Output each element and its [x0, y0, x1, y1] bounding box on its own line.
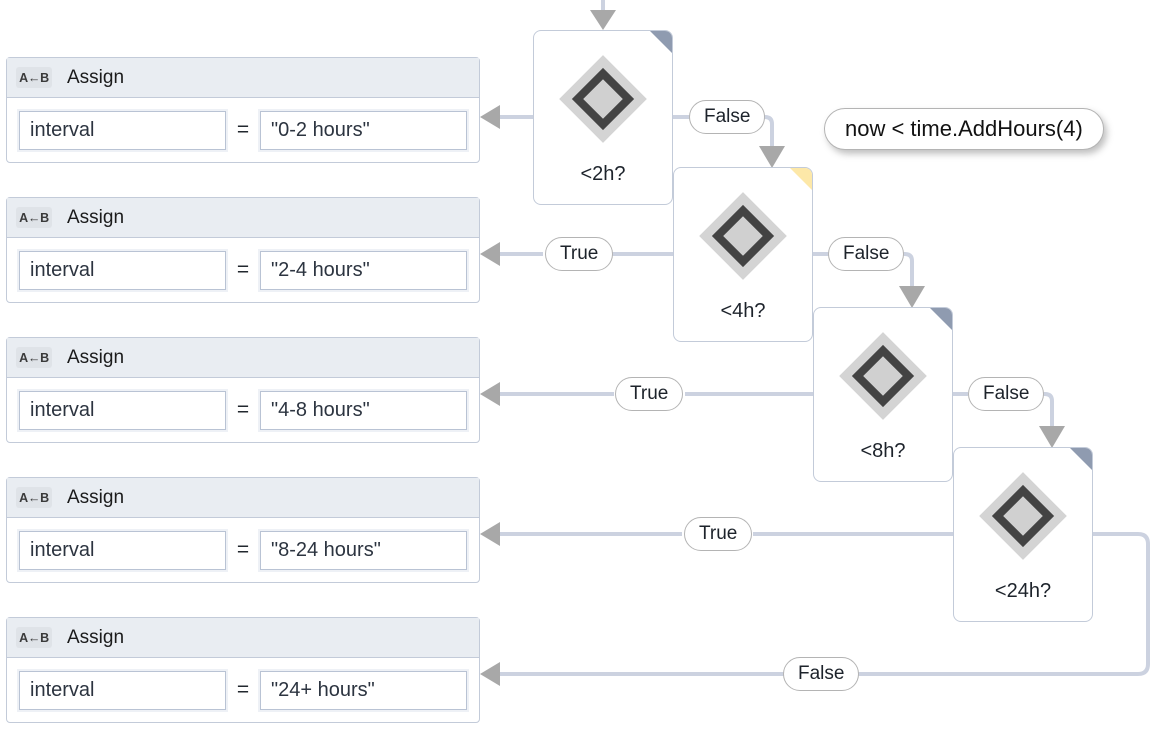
corner-flag-icon — [650, 31, 672, 53]
edge-label-true-3[interactable]: True — [684, 517, 753, 551]
assign-operator: = — [236, 118, 250, 141]
assign-icon: A←B — [16, 347, 52, 368]
decision-diamond-icon — [954, 468, 1092, 564]
arrowhead-false-4 — [480, 662, 500, 686]
decision-label: <4h? — [720, 300, 766, 322]
corner-flag-icon — [930, 308, 952, 330]
assign-to-field[interactable]: interval — [19, 250, 226, 290]
assign-title: Assign — [67, 626, 125, 648]
assign-title: Assign — [67, 346, 125, 368]
assign-operator: = — [236, 258, 250, 281]
assign-title: Assign — [67, 206, 125, 228]
edge-label-false-1[interactable]: False — [689, 100, 766, 134]
assign-icon: A←B — [16, 627, 52, 648]
assign-header: A←B Assign — [7, 478, 479, 518]
assign-card[interactable]: A←B Assign interval = "4-8 hours" — [6, 337, 480, 443]
assign-body: interval = "4-8 hours" — [7, 378, 479, 442]
expression-annotation[interactable]: now < time.AddHours(4) — [824, 108, 1104, 150]
edge-label-false-3[interactable]: False — [968, 377, 1045, 411]
assign-value-field[interactable]: "4-8 hours" — [260, 390, 467, 430]
assign-operator: = — [236, 398, 250, 421]
assign-header: A←B Assign — [7, 58, 479, 98]
arrowhead-true-3 — [480, 382, 500, 406]
assign-to-field[interactable]: interval — [19, 530, 226, 570]
arrowhead-entry — [590, 10, 616, 30]
arrowhead-true-2 — [480, 242, 500, 266]
corner-flag-icon — [790, 168, 812, 190]
arrowhead-true-4 — [480, 522, 500, 546]
assign-body: interval = "24+ hours" — [7, 658, 479, 722]
edge-label-true-2[interactable]: True — [615, 377, 684, 411]
assign-body: interval = "2-4 hours" — [7, 238, 479, 302]
arrowhead-false-3 — [1039, 426, 1065, 448]
assign-title: Assign — [67, 66, 125, 88]
decision-diamond-icon — [534, 51, 672, 147]
arrowhead-false-1 — [759, 146, 785, 168]
assign-card[interactable]: A←B Assign interval = "8-24 hours" — [6, 477, 480, 583]
decision-label: <24h? — [994, 580, 1052, 602]
assign-to-field[interactable]: interval — [19, 110, 226, 150]
decision-diamond-icon — [814, 328, 952, 424]
decision-diamond-icon — [674, 188, 812, 284]
assign-icon: A←B — [16, 487, 52, 508]
assign-body: interval = "0-2 hours" — [7, 98, 479, 162]
assign-value-field[interactable]: "8-24 hours" — [260, 530, 467, 570]
assign-card[interactable]: A←B Assign interval = "0-2 hours" — [6, 57, 480, 163]
assign-value-field[interactable]: "0-2 hours" — [260, 110, 467, 150]
assign-body: interval = "8-24 hours" — [7, 518, 479, 582]
decision-node-24h[interactable]: <24h? — [953, 447, 1093, 622]
assign-header: A←B Assign — [7, 618, 479, 658]
assign-operator: = — [236, 678, 250, 701]
decision-node-4h[interactable]: <4h? — [673, 167, 813, 342]
assign-value-field[interactable]: "24+ hours" — [260, 670, 467, 710]
assign-header: A←B Assign — [7, 338, 479, 378]
edge-label-true-1[interactable]: True — [545, 237, 614, 271]
edge-label-false-4[interactable]: False — [783, 657, 860, 691]
decision-label: <2h? — [580, 163, 626, 185]
decision-node-8h[interactable]: <8h? — [813, 307, 953, 482]
edge-label-false-2[interactable]: False — [828, 237, 905, 271]
assign-operator: = — [236, 538, 250, 561]
arrowhead-true-1 — [480, 105, 500, 129]
corner-flag-icon — [1070, 448, 1092, 470]
assign-to-field[interactable]: interval — [19, 390, 226, 430]
arrowhead-false-2 — [899, 286, 925, 308]
assign-icon: A←B — [16, 67, 52, 88]
decision-label: <8h? — [860, 440, 906, 462]
assign-header: A←B Assign — [7, 198, 479, 238]
assign-card[interactable]: A←B Assign interval = "2-4 hours" — [6, 197, 480, 303]
assign-icon: A←B — [16, 207, 52, 228]
assign-card[interactable]: A←B Assign interval = "24+ hours" — [6, 617, 480, 723]
decision-node-2h[interactable]: <2h? — [533, 30, 673, 205]
assign-value-field[interactable]: "2-4 hours" — [260, 250, 467, 290]
assign-to-field[interactable]: interval — [19, 670, 226, 710]
assign-title: Assign — [67, 486, 125, 508]
